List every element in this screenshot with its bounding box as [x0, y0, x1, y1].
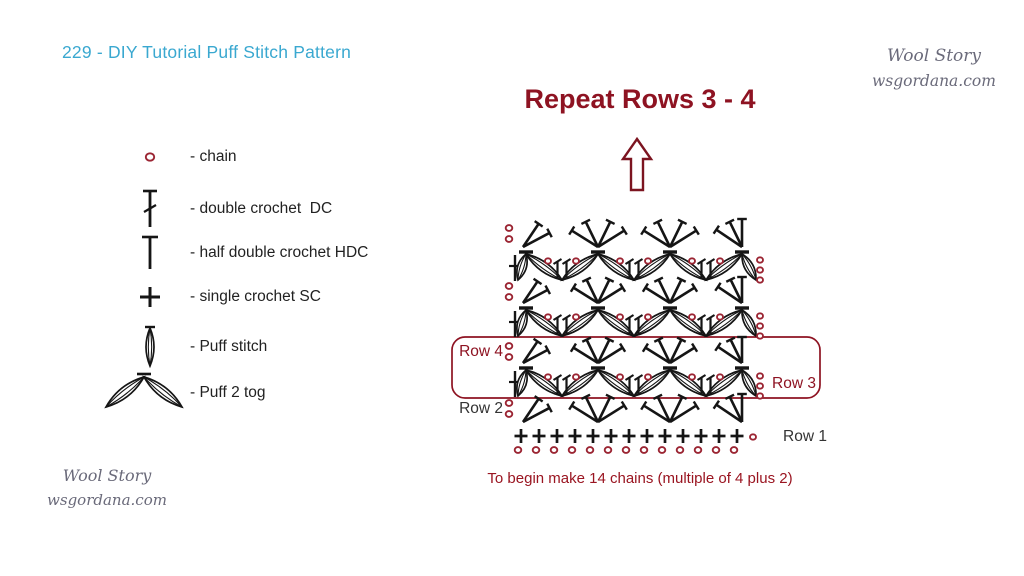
legend-label: - Puff stitch	[190, 338, 268, 355]
diagram-row-3: Row 3	[509, 366, 816, 400]
diagram-foundation-chain	[513, 446, 739, 454]
watermark-bottom: Wool Story wsgordana.com	[44, 463, 170, 513]
half-double-crochet-icon	[90, 229, 190, 277]
row-2-label: Row 2	[459, 400, 503, 417]
watermark-brand: Wool Story	[62, 466, 152, 485]
diagram-row-7	[509, 250, 764, 284]
legend-item-puff-stitch: - Puff stitch	[90, 323, 430, 371]
puff-2-tog-icon	[90, 369, 190, 417]
legend-label: - chain	[190, 148, 237, 165]
watermark-top: Wool Story wsgordana.com	[872, 44, 996, 94]
legend-item-half-double-crochet: - half double crochet HDC	[90, 229, 430, 277]
diagram-row-4: Row 4	[459, 335, 747, 365]
legend: - chain - double crochet DC - half double …	[90, 132, 430, 422]
legend-item-single-crochet: - single crochet SC	[90, 273, 430, 321]
single-crochet-icon	[90, 273, 190, 321]
legend-item-double-crochet: - double crochet DC	[90, 185, 430, 233]
repeat-rows-heading: Repeat Rows 3 - 4	[524, 84, 756, 114]
page-title: 229 - DIY Tutorial Puff Stitch Pattern	[62, 42, 352, 62]
row-4-label: Row 4	[459, 343, 503, 360]
diagram-row-8	[504, 217, 747, 249]
diagram-row-2: Row 2	[459, 392, 747, 424]
double-crochet-icon	[90, 185, 190, 233]
legend-label: - single crochet SC	[190, 288, 321, 305]
legend-item-puff-2-tog: - Puff 2 tog	[90, 369, 430, 417]
up-arrow-icon	[616, 136, 658, 199]
crochet-chart: Row 1 Row 2 Row 3 Row 4	[435, 208, 835, 465]
puff-stitch-icon	[90, 323, 190, 371]
diagram-row-1: Row 1	[514, 428, 827, 445]
legend-label: - half double crochet HDC	[190, 244, 369, 261]
watermark-site: wsgordana.com	[47, 491, 167, 509]
watermark-site: wsgordana.com	[872, 72, 996, 90]
watermark-brand: Wool Story	[886, 46, 982, 66]
row-3-label: Row 3	[772, 375, 816, 392]
row-1-label: Row 1	[783, 428, 827, 445]
legend-label: - double crochet DC	[190, 200, 333, 217]
footer-note: To begin make 14 chains (multiple of 4 p…	[487, 470, 793, 487]
diagram-row-5	[509, 306, 764, 340]
diagram-row-6	[504, 275, 747, 305]
repeat-box	[451, 336, 821, 399]
chain-icon	[90, 133, 190, 181]
legend-label: - Puff 2 tog	[190, 384, 266, 401]
legend-item-chain: - chain	[90, 133, 430, 181]
